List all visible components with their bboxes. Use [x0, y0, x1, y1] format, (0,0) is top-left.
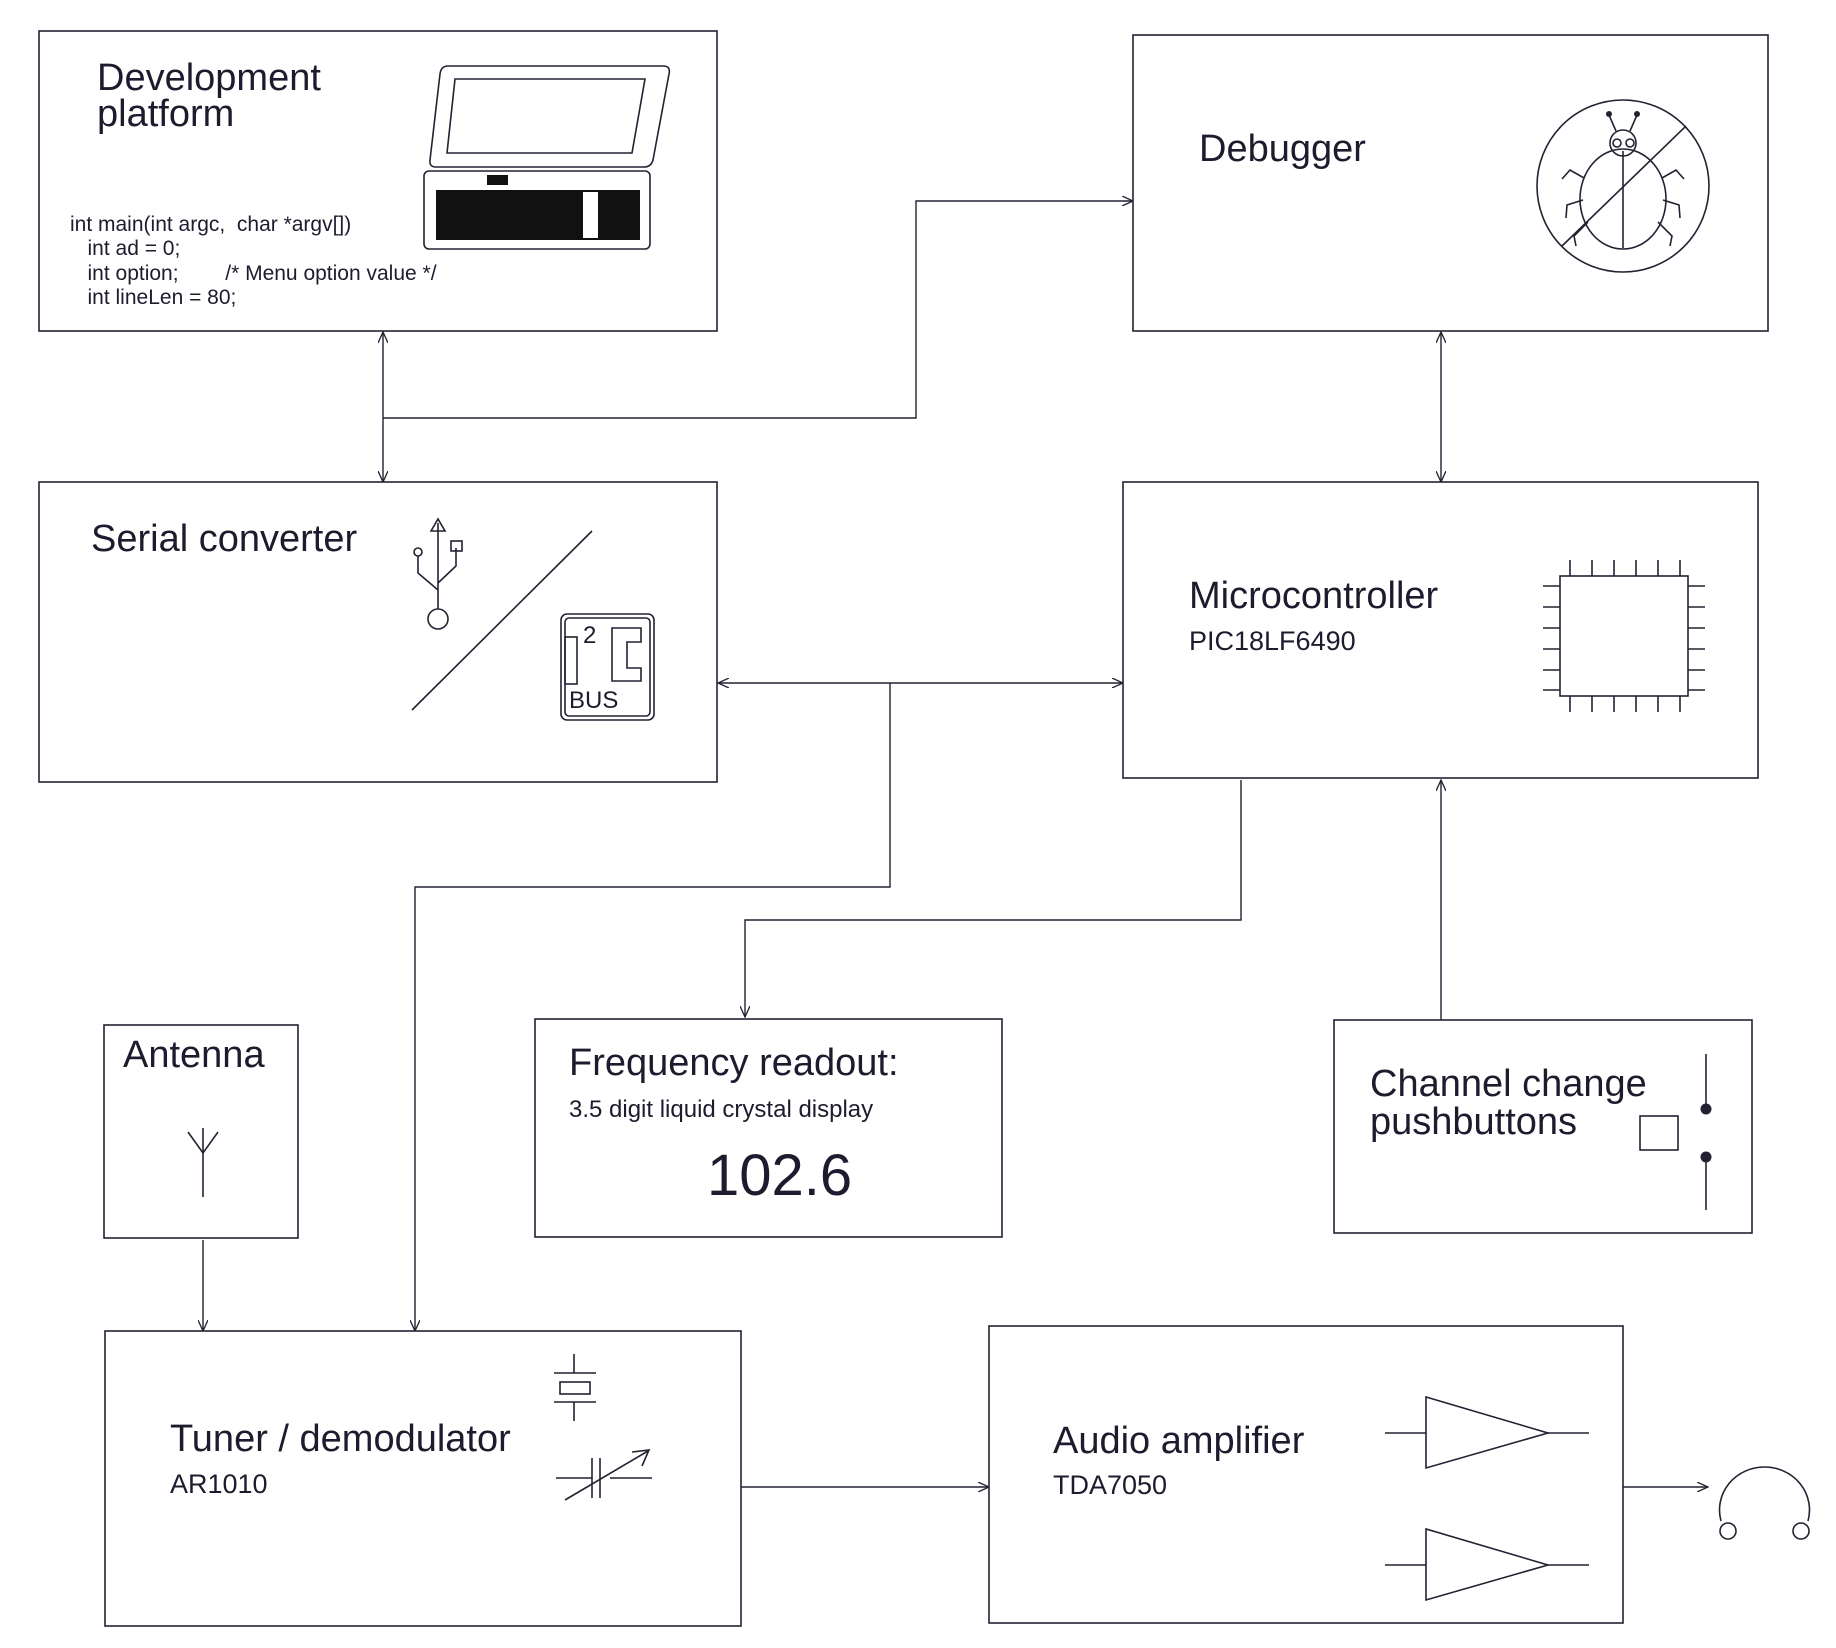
serial-title: Serial converter [91, 518, 357, 560]
block-development-platform: Development platform int main(int argc, … [38, 30, 718, 332]
wire-dev-debugger [383, 201, 1133, 419]
buttons-title-line1: Channel change [1370, 1063, 1647, 1105]
laptop-icon [423, 65, 671, 250]
variable-capacitor-icon [556, 1449, 652, 1501]
i2c-bus-icon: 2 BUS [560, 613, 655, 721]
i2c-superscript: 2 [583, 622, 596, 649]
dev-code-line4: int lineLen = 80; [70, 286, 236, 309]
mcu-title: Microcontroller [1189, 575, 1439, 617]
antenna-icon [187, 1128, 219, 1197]
dev-code-line1: int main(int argc, char *argv[]) [70, 213, 351, 236]
pushbutton-icon [1639, 1054, 1712, 1210]
antenna-title: Antenna [123, 1034, 265, 1076]
chip-icon [1543, 560, 1705, 712]
i2c-bus-label: BUS [569, 687, 618, 714]
buttons-title-line2: pushbuttons [1370, 1101, 1577, 1143]
freq-value: 102.6 [707, 1143, 852, 1208]
dev-title-line2: platform [97, 93, 234, 135]
block-channel-pushbuttons: Channel change pushbuttons [1333, 1019, 1753, 1234]
wire-bus-tuner [415, 683, 891, 1331]
freq-subtitle: 3.5 digit liquid crystal display [569, 1096, 873, 1123]
wire-mcu-lcd [745, 780, 1242, 1017]
usb-icon [413, 517, 463, 630]
block-antenna: Antenna [103, 1024, 299, 1239]
tuner-part: AR1010 [170, 1469, 268, 1499]
amplifier-icon [1385, 1395, 1589, 1602]
dev-code-line2: int ad = 0; [70, 237, 180, 260]
converter-slash [411, 530, 593, 711]
block-serial-converter: Serial converter 2 BUS [38, 481, 718, 783]
crystal-icon [554, 1354, 596, 1421]
block-audio-amplifier: Audio amplifier TDA7050 [988, 1325, 1624, 1624]
block-tuner-demodulator: Tuner / demodulator AR1010 [104, 1330, 742, 1627]
dev-title-line1: Development [97, 57, 321, 99]
freq-title: Frequency readout: [569, 1042, 899, 1084]
block-debugger: Debugger [1132, 34, 1769, 332]
debugger-title: Debugger [1199, 128, 1366, 170]
bug-icon [1536, 99, 1710, 273]
mcu-part: PIC18LF6490 [1189, 626, 1356, 656]
amp-part: TDA7050 [1053, 1470, 1167, 1500]
amp-title: Audio amplifier [1053, 1420, 1305, 1462]
block-frequency-readout: Frequency readout: 3.5 digit liquid crys… [534, 1018, 1003, 1238]
tuner-title: Tuner / demodulator [170, 1418, 511, 1460]
dev-code-line3: int option; /* Menu option value */ [70, 262, 437, 285]
headphones-icon [1718, 1466, 1811, 1540]
wires [203, 201, 1708, 1487]
block-microcontroller: Microcontroller PIC18LF6490 [1122, 481, 1759, 779]
